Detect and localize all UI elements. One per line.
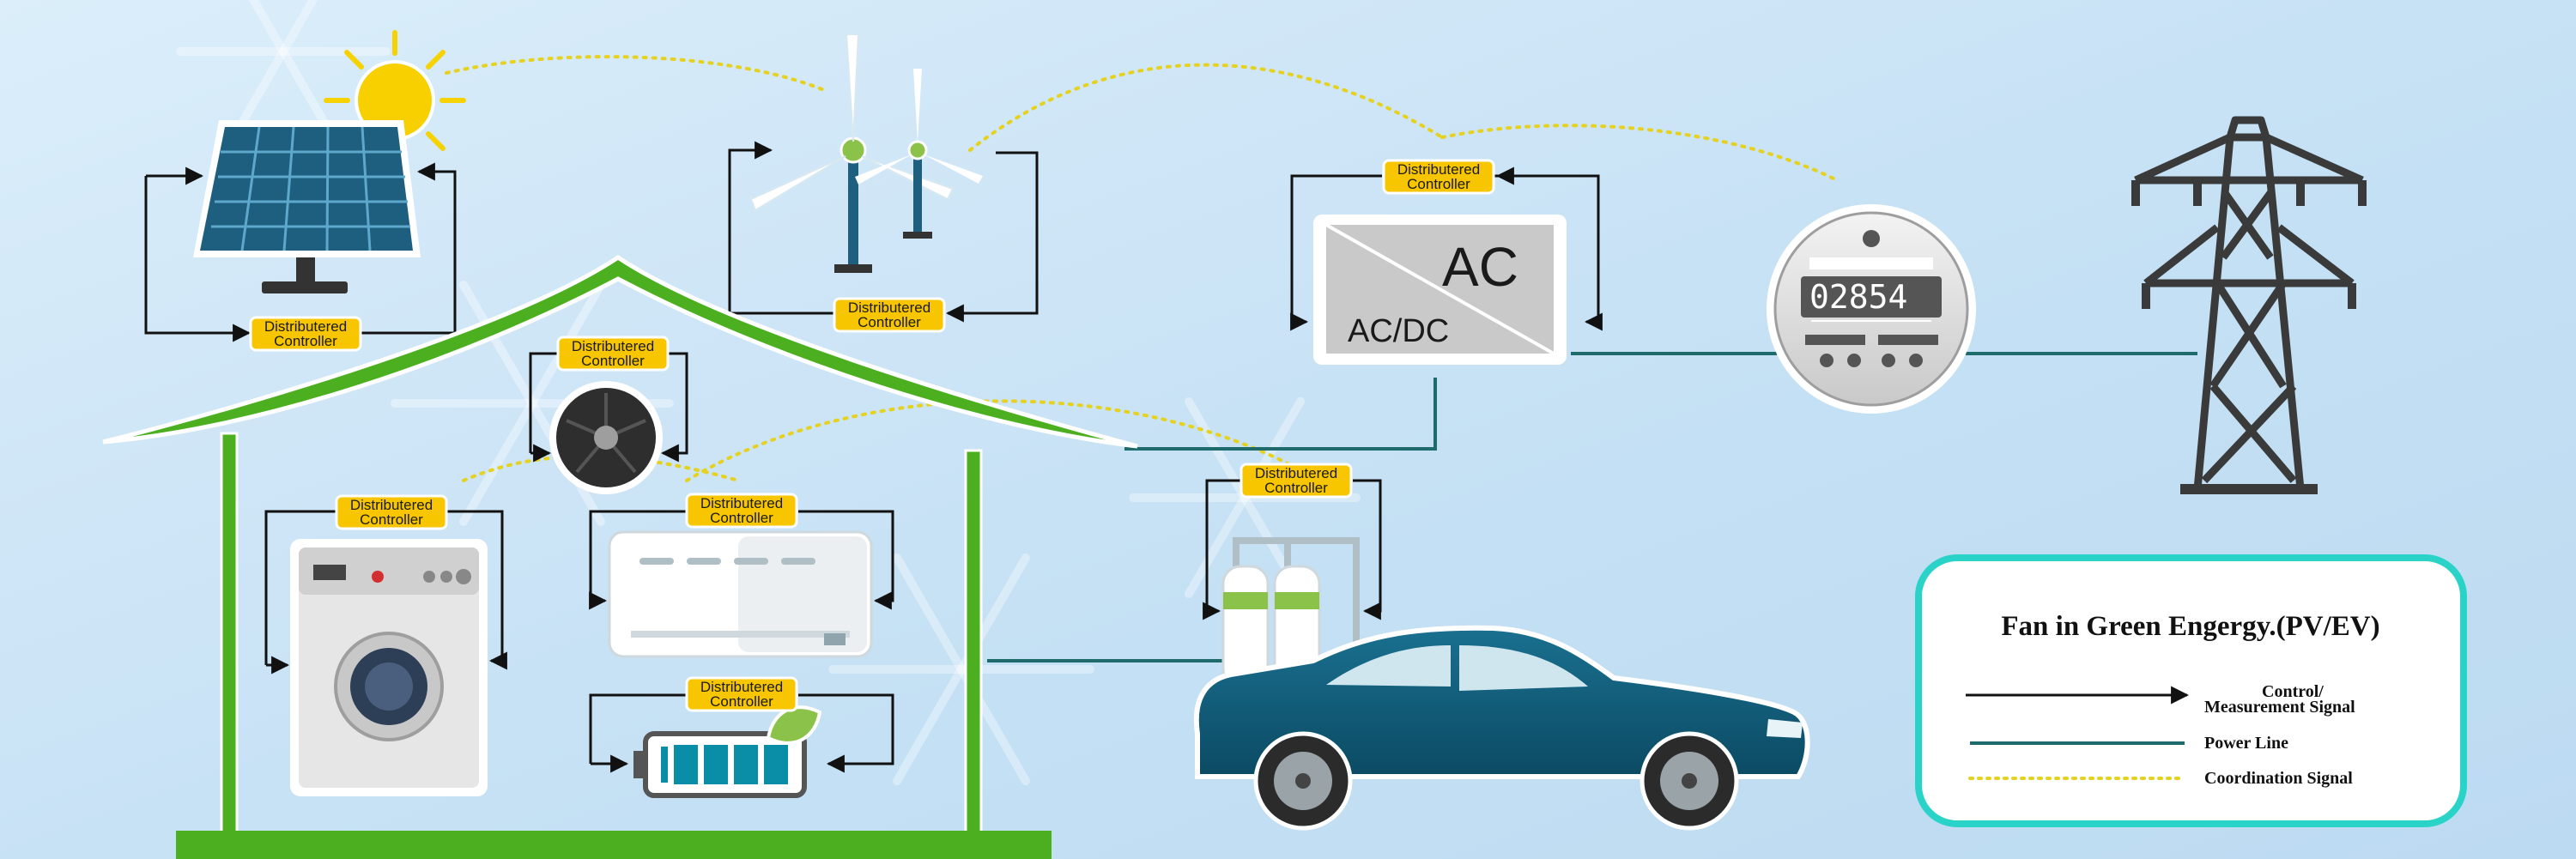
controller-label-line2: Controller bbox=[1264, 480, 1328, 496]
controller-badge-ac: Distributered Controller bbox=[685, 493, 798, 529]
controller-label-line1: Distributered bbox=[700, 679, 783, 695]
washing-machine-icon bbox=[290, 539, 488, 796]
controller-badge-gas: Distributered Controller bbox=[1240, 463, 1353, 499]
inverter-control-loop bbox=[1290, 166, 1603, 331]
fan-icon bbox=[549, 381, 663, 494]
wind-control-loop bbox=[728, 141, 1039, 323]
house-outline bbox=[102, 254, 1138, 859]
controller-label-line1: Distributered bbox=[572, 338, 654, 354]
controller-badge-solar: Distributered Controller bbox=[249, 316, 362, 352]
solar-panel-icon bbox=[193, 120, 421, 293]
controller-label-line1: Distributered bbox=[1397, 161, 1480, 178]
controller-label-line2: Controller bbox=[581, 353, 645, 369]
air-conditioner-icon bbox=[608, 530, 873, 658]
legend-power-label: Power Line bbox=[2204, 734, 2288, 753]
battery-control-loop bbox=[589, 693, 894, 773]
gas-cylinder-icon bbox=[1221, 537, 1360, 688]
controller-label-line2: Controller bbox=[710, 693, 773, 710]
inverter-ac-label: AC bbox=[1442, 236, 1518, 298]
legend-box: Fan in Green Engergy.(PV/EV) Control/ Me… bbox=[1915, 554, 2467, 827]
legend-title: Fan in Green Engergy.(PV/EV) bbox=[2001, 611, 2379, 642]
car-icon bbox=[1193, 625, 1810, 831]
controller-label-line2: Controller bbox=[710, 510, 773, 526]
controller-label-line1: Distributered bbox=[700, 495, 783, 511]
controller-badge-washer: Distributered Controller bbox=[335, 494, 448, 530]
ac-control-loop bbox=[589, 510, 894, 610]
controller-label-line1: Distributered bbox=[1255, 465, 1337, 481]
meter-reading: 02854 bbox=[1809, 278, 1907, 316]
battery-icon bbox=[633, 705, 822, 798]
fan-control-loop bbox=[529, 352, 688, 463]
controller-badge-battery: Distributered Controller bbox=[685, 676, 798, 712]
controller-label-line2: Controller bbox=[1407, 176, 1470, 192]
controller-label-line1: Distributered bbox=[848, 299, 930, 316]
solar-control-loop bbox=[144, 162, 457, 342]
background-snowflakes bbox=[176, 0, 1361, 785]
controller-badge-wind: Distributered Controller bbox=[833, 297, 946, 333]
power-lines bbox=[987, 352, 2197, 662]
controller-badge-inverter: Distributered Controller bbox=[1382, 159, 1495, 195]
legend-control-label-1: Control/ bbox=[2262, 682, 2324, 701]
controller-label-line2: Controller bbox=[858, 314, 921, 330]
transmission-tower-icon bbox=[2131, 116, 2367, 494]
controller-label-line1: Distributered bbox=[264, 318, 347, 335]
controller-label-line2: Controller bbox=[274, 333, 337, 349]
gas-control-loop bbox=[1203, 479, 1382, 620]
electric-meter-icon: 02854 bbox=[1767, 204, 1976, 414]
inverter-acdc-label: AC/DC bbox=[1348, 313, 1449, 349]
controller-label-line1: Distributered bbox=[350, 497, 433, 513]
controller-label-line2: Controller bbox=[360, 511, 423, 528]
inverter-icon: AC AC/DC bbox=[1313, 215, 1567, 365]
washer-control-loop bbox=[264, 510, 507, 674]
legend-control-label-2: Measurement Signal bbox=[2204, 698, 2355, 717]
wind-turbine-icon bbox=[749, 33, 983, 273]
legend-coordination-label: Coordination Signal bbox=[2204, 769, 2353, 788]
controller-badge-fan: Distributered Controller bbox=[556, 336, 670, 372]
